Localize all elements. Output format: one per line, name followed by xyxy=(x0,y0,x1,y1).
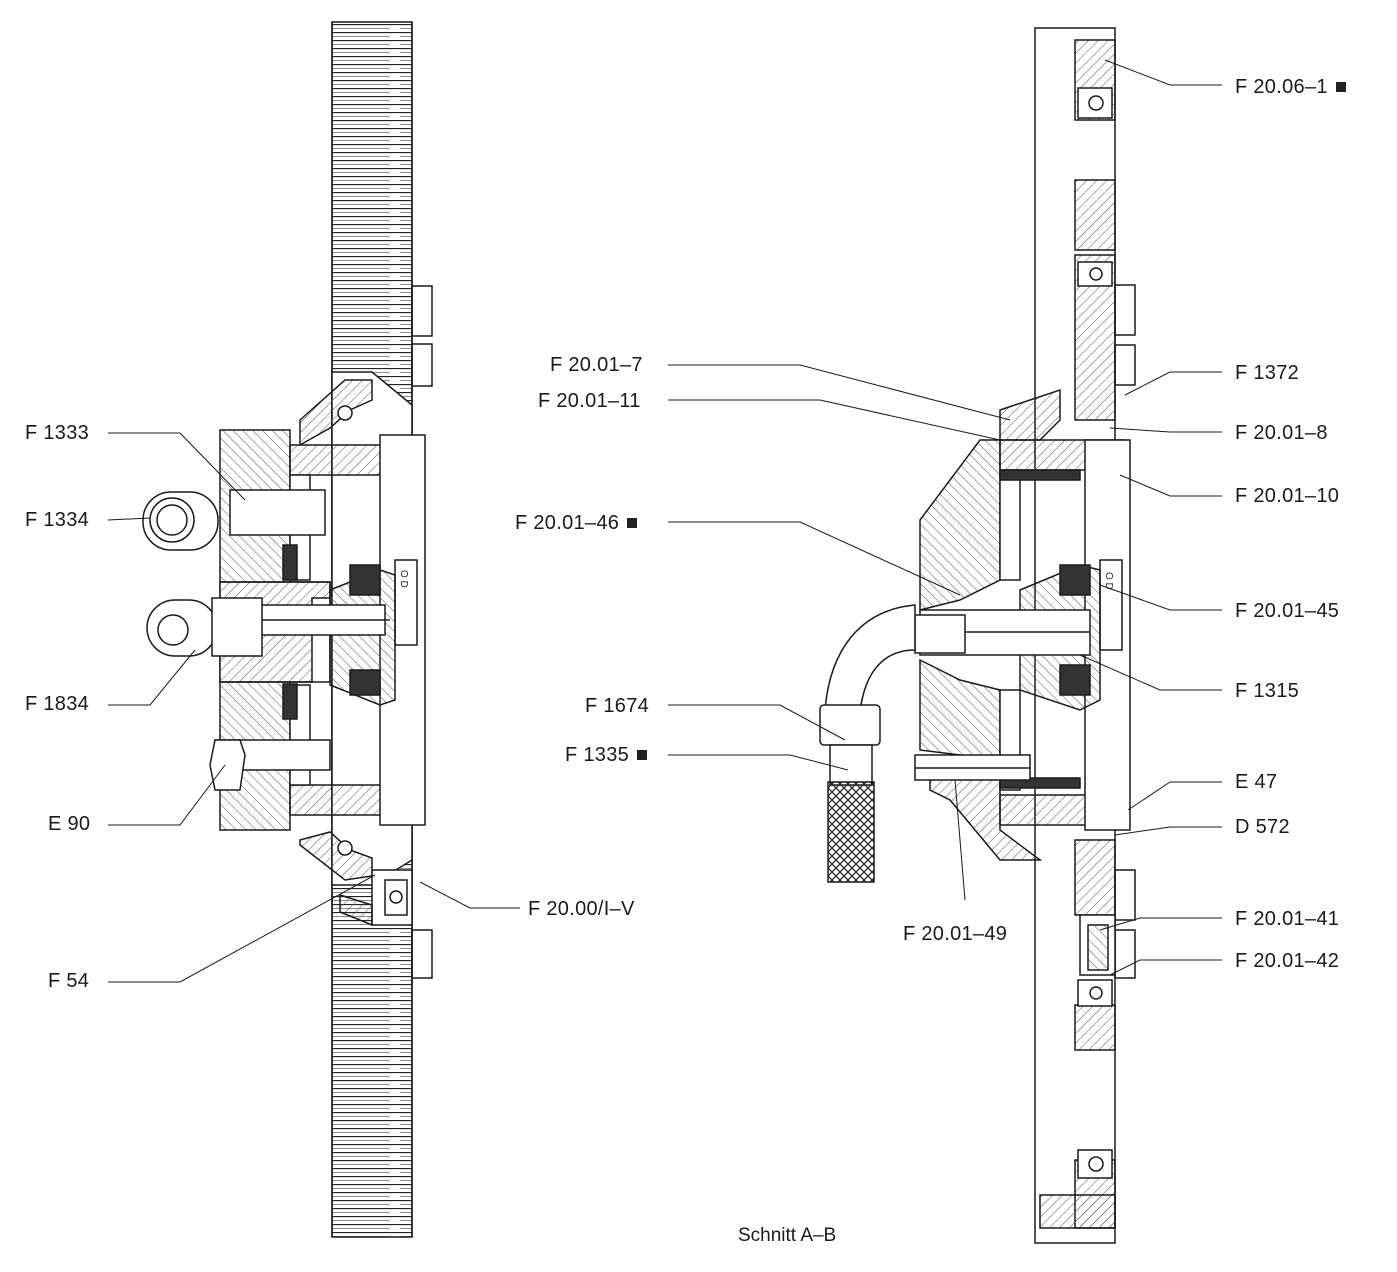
label-f200149: F 20.01–49 xyxy=(903,923,1008,945)
marker-square-icon xyxy=(1335,82,1346,92)
marker-square-icon xyxy=(627,518,638,528)
label-e90: E 90 xyxy=(48,813,91,835)
label-f200111: F 20.01–11 xyxy=(538,390,641,412)
label-f1333: F 1333 xyxy=(25,422,90,444)
label-f2000: F 20.00/I–V xyxy=(528,898,635,920)
leader-lines xyxy=(107,59,1222,983)
section-caption: Schnitt A–B xyxy=(738,1225,837,1246)
label-f200141: F 20.01–41 xyxy=(1235,908,1340,930)
label-f20061-text: F 20.06–1 xyxy=(1235,76,1328,98)
marker-square-icon xyxy=(637,750,648,760)
right-assembly: O D xyxy=(819,27,1136,1244)
label-f200142: F 20.01–42 xyxy=(1235,950,1340,972)
svg-text:O D: O D xyxy=(398,570,409,588)
label-f200145: F 20.01–45 xyxy=(1235,600,1340,622)
label-f200146: F 20.01–46 xyxy=(515,512,638,534)
label-f1335-text: F 1335 xyxy=(565,744,630,766)
label-f1335: F 1335 xyxy=(565,744,648,766)
label-f1372: F 1372 xyxy=(1235,362,1300,384)
label-f20017: F 20.01–7 xyxy=(550,354,643,376)
left-assembly: O D xyxy=(142,21,433,1238)
label-f1834: F 1834 xyxy=(25,693,90,715)
label-f20061: F 20.06–1 xyxy=(1235,76,1346,98)
label-f1674: F 1674 xyxy=(585,695,650,717)
label-e47: E 47 xyxy=(1235,771,1278,793)
label-d572: D 572 xyxy=(1235,816,1290,838)
braided-hose xyxy=(827,781,875,883)
label-f54: F 54 xyxy=(48,970,90,992)
label-f1315: F 1315 xyxy=(1235,680,1300,702)
label-f200110: F 20.01–10 xyxy=(1235,485,1340,507)
label-f20018: F 20.01–8 xyxy=(1235,422,1328,444)
svg-text:O D: O D xyxy=(1103,572,1114,590)
label-f1334: F 1334 xyxy=(25,509,90,531)
label-f200146-text: F 20.01–46 xyxy=(515,512,620,534)
